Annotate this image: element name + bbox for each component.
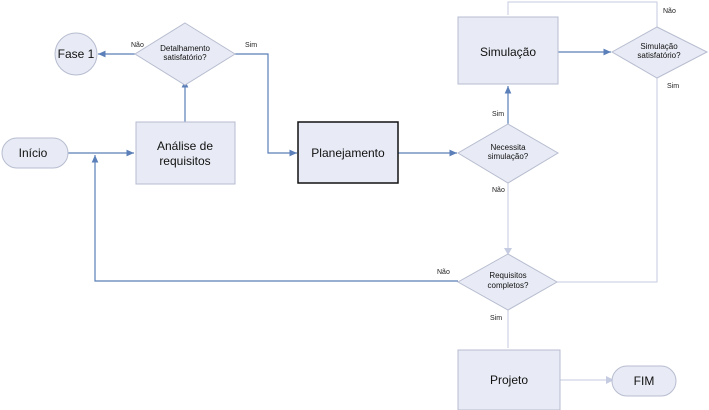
node-detalhamento-label-2: satisfatório?: [163, 53, 207, 62]
edge-label-simsat-nao: Não: [663, 8, 676, 15]
edge-label-requisitos-nao: Não: [437, 269, 450, 276]
node-fase1: Fase 1: [55, 33, 97, 75]
edge-label-simsat-sim: Sim: [667, 83, 679, 90]
edge-label-requisitos-sim: Sim: [490, 315, 502, 322]
node-simulacao-label: Simulação: [480, 45, 536, 59]
node-fim-label: FIM: [634, 374, 655, 388]
node-requisitos-completos: Requisitos completos?: [458, 254, 557, 310]
node-simsat-label-2: satisfatório?: [637, 51, 681, 60]
node-necessita-label-2: simulação?: [488, 152, 529, 161]
node-planejamento-label: Planejamento: [311, 146, 385, 160]
node-requisitos-label-1: Requisitos: [489, 271, 526, 280]
edge-label-necessita-nao: Não: [492, 187, 505, 194]
edge-label-detalhamento-nao: Não: [131, 42, 144, 49]
node-fim: FIM: [612, 366, 676, 396]
node-requisitos-label-2: completos?: [488, 281, 529, 290]
edge-simsat-sim: [557, 78, 657, 282]
node-planejamento: Planejamento: [298, 122, 398, 183]
node-inicio: Início: [2, 138, 68, 168]
node-simsat-label-1: Simulação: [640, 42, 678, 51]
node-simulacao-satisfatoria: Simulação satisfatório?: [612, 27, 707, 78]
node-fase1-label: Fase 1: [58, 47, 95, 61]
node-projeto: Projeto: [458, 350, 560, 410]
node-simulacao: Simulação: [458, 17, 558, 84]
node-analise: Análise de requisitos: [136, 122, 235, 184]
node-detalhamento-label-1: Detalhamento: [160, 44, 210, 53]
node-analise-label-1: Análise de: [157, 139, 213, 153]
edge-label-detalhamento-sim: Sim: [245, 42, 257, 49]
node-projeto-label: Projeto: [490, 373, 528, 387]
node-analise-label-2: requisitos: [159, 154, 210, 168]
node-detalhamento: Detalhamento satisfatório?: [135, 23, 235, 85]
node-inicio-label: Início: [19, 146, 48, 160]
edge-detalhamento-planejamento: [235, 54, 297, 153]
node-necessita: Necessita simulação?: [458, 124, 558, 183]
edge-label-necessita-sim: Sim: [492, 111, 504, 118]
node-necessita-label-1: Necessita: [490, 143, 526, 152]
